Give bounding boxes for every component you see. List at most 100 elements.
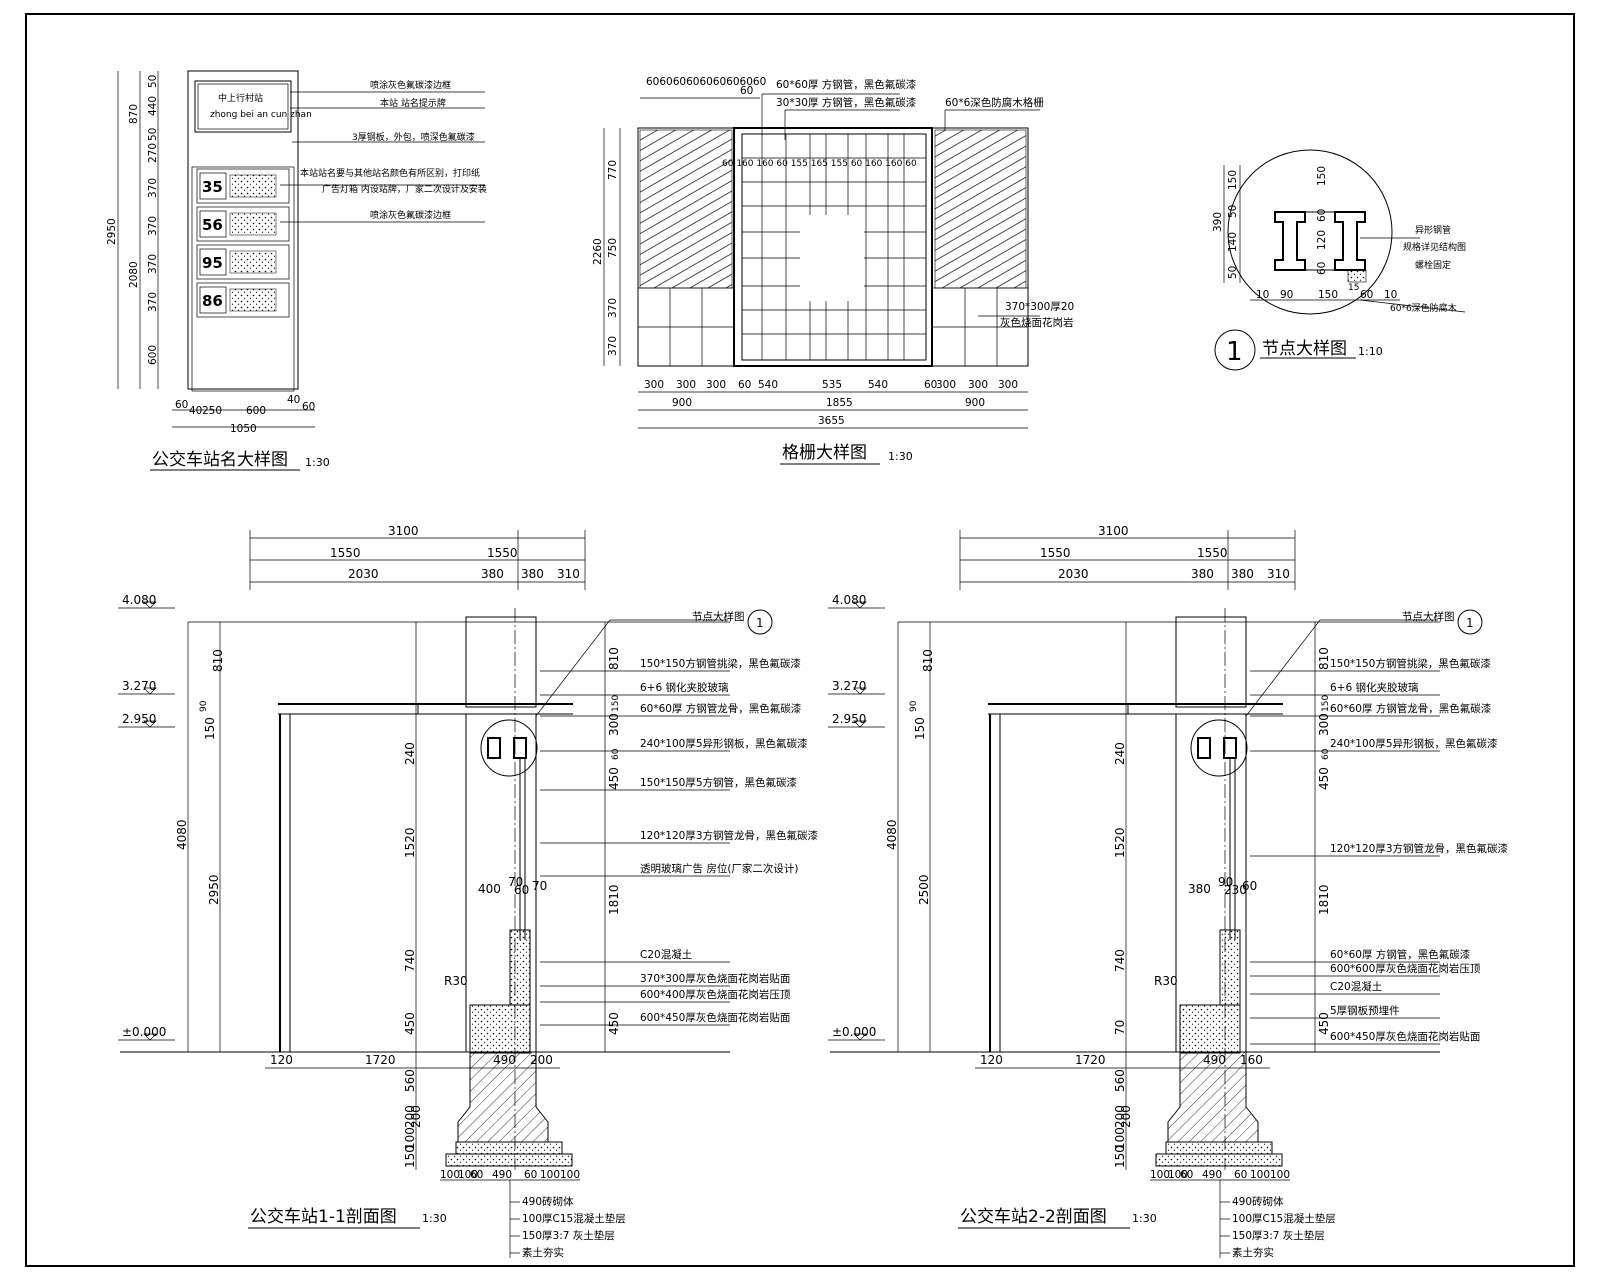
layer-note: 150厚3:7 灰土垫层: [1232, 1229, 1325, 1242]
grille-bdim: 60: [738, 379, 751, 391]
node-callout-circle: [480, 719, 538, 777]
dim-half: 1550: [1040, 546, 1071, 560]
foundation-dim: 60: [524, 1169, 537, 1181]
sign-note-6: 喷涂灰色氟碳漆边框: [370, 209, 451, 221]
dim: 1720: [1075, 1053, 1106, 1067]
dim: 150: [203, 717, 217, 740]
dim: 70: [1113, 1020, 1127, 1035]
foundation-dim: 490: [492, 1169, 512, 1181]
sign-dim-370b: 370: [147, 216, 159, 236]
backrest: [1219, 929, 1241, 1006]
section-note: 150*150厚5方钢管，黑色氟碳漆: [640, 776, 798, 789]
grille-bdim: 300: [644, 379, 664, 391]
section-note: 6+6 钢化夹胶玻璃: [1330, 681, 1419, 694]
callout-circle: [1457, 609, 1483, 635]
callout-label: 节点大样图: [1402, 610, 1455, 623]
node-bdim-10b: 10: [1384, 289, 1397, 301]
dim: 740: [403, 949, 417, 972]
node-mdim-60a: 60: [1316, 209, 1328, 222]
dim: 450: [607, 1012, 621, 1035]
dim: 1810: [1317, 884, 1331, 915]
dim: 100: [1113, 1127, 1127, 1150]
sign-dim-370c: 370: [147, 254, 159, 274]
dim: 150: [403, 1145, 417, 1168]
section-note: 60*60厚 方钢管龙骨，黑色氟碳漆: [1330, 702, 1492, 715]
route-number-box: [199, 248, 227, 276]
sign-dim-440: 440: [147, 96, 159, 116]
foundation-dim: 100: [440, 1169, 460, 1181]
section-note: 5厚钢板预埋件: [1330, 1004, 1400, 1017]
node-number: 1: [1226, 337, 1243, 367]
dim-half: 1550: [330, 546, 361, 560]
section-note: 120*120厚3方钢管龙骨，黑色氟碳漆: [640, 829, 819, 842]
foundation-dim: 100: [560, 1169, 580, 1181]
grille-bdim: 300: [936, 379, 956, 391]
elevation-mark: ±0.000: [122, 1025, 166, 1039]
route-number: 56: [202, 216, 223, 234]
section-scale: 1:30: [422, 1212, 447, 1225]
grille-ldim-770: 770: [607, 160, 619, 180]
dim: 740: [1113, 949, 1127, 972]
dim: 150: [1321, 695, 1331, 712]
section-note: 370*300厚灰色烧面花岗岩贴面: [640, 972, 790, 985]
node-mdim-60b: 60: [1316, 262, 1328, 275]
dim: 1810: [607, 884, 621, 915]
dim: 1520: [1113, 827, 1127, 858]
dim: 90: [909, 700, 919, 712]
section-note: 60*60厚 方钢管龙骨，黑色氟碳漆: [640, 702, 802, 715]
elevation-mark: 2.950: [832, 712, 866, 726]
dim: 120: [980, 1053, 1003, 1067]
sign-note-4: 本站站名要与其他站名颜色有所区别，打印纸: [300, 167, 480, 179]
layer-note: 素土夯实: [522, 1246, 564, 1259]
sign-bdim-40b: 40: [287, 394, 300, 406]
dim: 310: [557, 567, 580, 581]
sign-title: 公交车站名大样图: [152, 450, 288, 470]
concrete-pad: [455, 1141, 563, 1155]
foundation-dim: 60: [1234, 1169, 1247, 1181]
grille-ldim-2260: 2260: [592, 238, 604, 265]
callout-circle: [747, 609, 773, 635]
dim: 200: [409, 1105, 423, 1128]
foundation-dim: 60: [470, 1169, 483, 1181]
dim: 1520: [403, 827, 417, 858]
sign-dim-50b: 50: [147, 128, 159, 141]
sheet-border: [25, 13, 1575, 1267]
sign-dim-2950: 2950: [106, 218, 118, 245]
dim: 200: [403, 1105, 417, 1128]
dim: 380: [521, 567, 544, 581]
section-note: 60*60厚 方钢管，黑色氟碳漆: [1330, 948, 1471, 961]
node-bdim-10a: 10: [1256, 289, 1269, 301]
sign-dim-2080: 2080: [128, 261, 140, 288]
station-pinyin: zhong bei an cun zhan: [210, 110, 312, 120]
grille-detail: 606060606060606060 60 60 160 160 60 155 …: [592, 76, 1074, 465]
layer-note: 490砖砌体: [1232, 1195, 1284, 1208]
route-info-block: [229, 174, 277, 198]
sign-dim-50a: 50: [147, 75, 159, 88]
sign-dim-370d: 370: [147, 292, 159, 312]
dim: 70: [532, 879, 547, 893]
dim: 60: [514, 883, 529, 897]
station-name: 中上行村站: [218, 92, 263, 104]
grille-bdim-total: 3655: [818, 415, 845, 427]
sign-note-1: 喷涂灰色氟碳漆边框: [370, 79, 451, 91]
layer-note: 150厚3:7 灰土垫层: [522, 1229, 615, 1242]
dim-top-total: 3100: [388, 524, 419, 538]
section-note: 240*100厚5异形钢板，黑色氟碳漆: [1330, 737, 1498, 750]
node-ldim-150: 150: [1227, 170, 1239, 190]
node-callout-circle: [1190, 719, 1248, 777]
grille-top-dims: 606060606060606060: [646, 76, 766, 88]
grille-title: 格栅大样图: [782, 443, 867, 463]
grille-ldim-750: 750: [607, 238, 619, 258]
section-note: 600*450厚灰色烧面花岗岩贴面: [1330, 1030, 1480, 1043]
dim: 90: [1218, 875, 1233, 889]
dim: 310: [1267, 567, 1290, 581]
dim: 2030: [1058, 567, 1089, 581]
node-bdim-15: 15: [1348, 283, 1359, 293]
dim: 300: [1317, 713, 1331, 736]
foundation: [457, 1051, 549, 1143]
route-number: 86: [202, 292, 223, 310]
callout-number: 1: [756, 616, 764, 630]
node-ldim-50b: 50: [1227, 266, 1239, 279]
node-note-3: 螺栓固定: [1415, 259, 1451, 271]
